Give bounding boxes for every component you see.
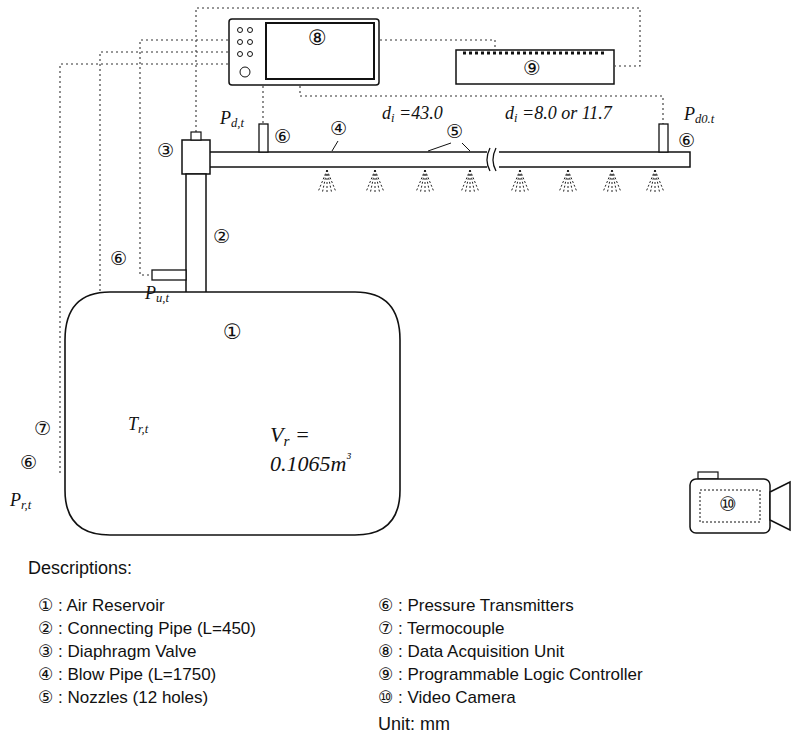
description-item: ⑤ : Nozzles (12 holes)	[38, 688, 208, 708]
diaphragm-valve	[182, 140, 210, 174]
callout-number: ⑥	[110, 248, 127, 270]
connecting-pipe	[186, 174, 206, 294]
break-mark	[487, 148, 496, 171]
callout-number: ⑥	[274, 126, 291, 148]
callout-number: ⑩	[719, 493, 737, 516]
description-item: ⑥ : Pressure Transmitters	[378, 596, 574, 616]
leader-lines	[332, 141, 470, 151]
callout-number: ⑦	[34, 418, 51, 440]
callout-number: ⑧	[308, 26, 327, 50]
video-camera-outline	[688, 470, 793, 536]
callout-number: ⑤	[446, 121, 463, 143]
data-acquisition-unit: ⑧	[228, 18, 380, 86]
blow-pipe	[196, 152, 690, 167]
signal-name: Tr,t	[128, 414, 148, 437]
signal-name: Pd0.t	[684, 104, 714, 127]
nozzles	[318, 170, 664, 192]
callout-number: ⑥	[20, 452, 37, 474]
description-heading: Descriptions:	[28, 558, 132, 579]
volume-label: Vr = 0.1065m³	[270, 422, 390, 476]
signal-wire	[380, 40, 495, 50]
callout-number: ④	[330, 118, 347, 140]
callout-number: ⑥	[678, 130, 695, 152]
data-acquisition-unit-outline	[228, 18, 380, 86]
pressure-transmitter	[152, 270, 186, 280]
description-item: ⑦ : Termocouple	[378, 619, 504, 639]
callout-number: ①	[223, 320, 242, 344]
unit-note: Unit: mm	[378, 714, 450, 735]
callout-number: ⑨	[523, 57, 541, 80]
diameter-label: di =43.0	[382, 103, 443, 126]
video-camera: ⑩	[688, 470, 793, 536]
description-item: ④ : Blow Pipe (L=1750)	[38, 665, 216, 685]
description-item: ⑨ : Programmable Logic Controller	[378, 665, 643, 685]
callout-number: ③	[157, 140, 174, 162]
air-reservoir: ① Vr = 0.1065m³	[65, 290, 400, 535]
description-item: ⑩ : Video Camera	[378, 688, 516, 708]
description-item: ② : Connecting Pipe (L=450)	[38, 619, 256, 639]
callout-number: ②	[213, 226, 230, 248]
diameter-label: di =8.0 or 11.7	[505, 103, 612, 126]
description-item: ③ : Diaphragm Valve	[38, 642, 197, 662]
description-item: ⑧ : Data Acquisition Unit	[378, 642, 564, 662]
programmable-logic-controller: ⑨	[455, 46, 615, 86]
pressure-transmitter	[259, 124, 268, 152]
signal-name: Pu,t	[145, 283, 169, 306]
pressure-transmitter	[659, 124, 668, 152]
description-item: ① : Air Reservoir	[38, 596, 165, 616]
signal-name: Pr,t	[10, 490, 31, 513]
signal-name: Pd,t	[220, 108, 244, 131]
